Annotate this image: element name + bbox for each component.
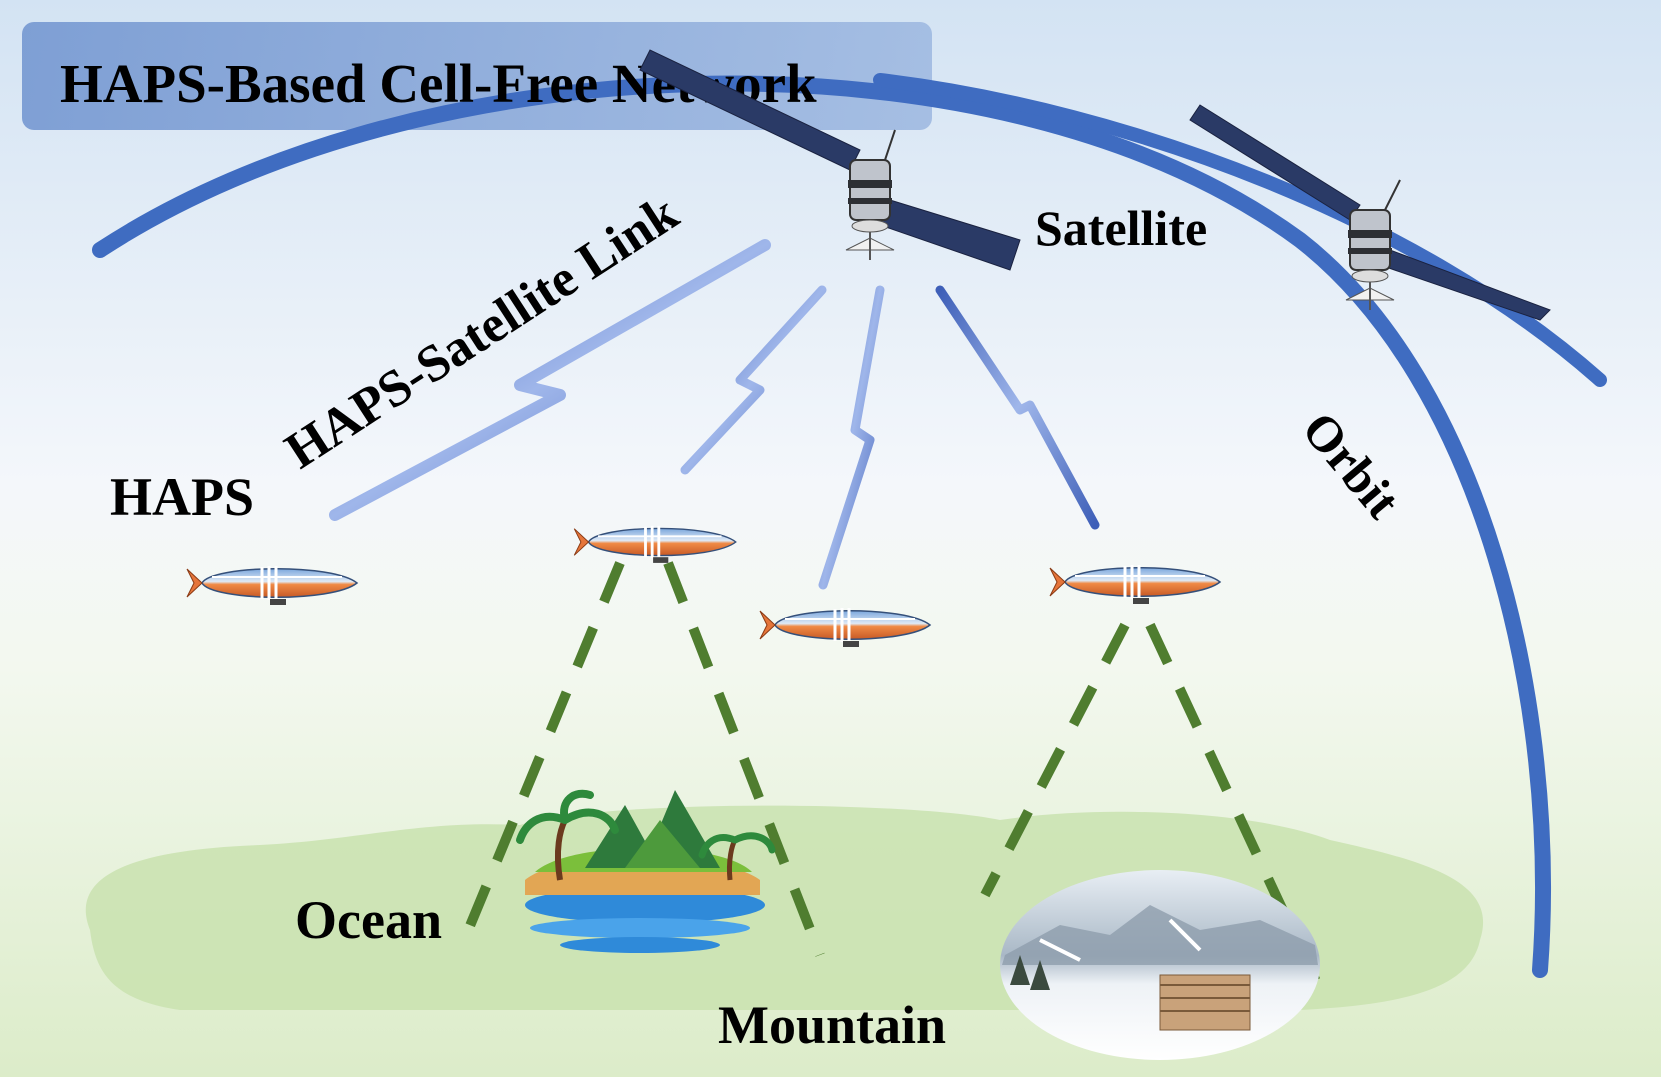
beam-4 xyxy=(935,285,1100,530)
satellite-main xyxy=(639,49,1021,271)
mountain-label: Mountain xyxy=(718,995,946,1055)
beam-2 xyxy=(680,285,827,475)
haps-satellite-beams xyxy=(329,239,1100,590)
mountain-illustration xyxy=(1000,870,1320,1060)
beam-1 xyxy=(329,239,771,521)
title-bar xyxy=(22,22,932,130)
orbit-arc-upper xyxy=(873,73,1607,387)
cone-right-edge-1 xyxy=(980,622,1130,898)
orbit-arc xyxy=(92,75,1551,978)
satellite-label: Satellite xyxy=(1035,200,1207,256)
ocean-label: Ocean xyxy=(295,890,442,950)
ocean-island-illustration xyxy=(516,789,776,953)
satellite-secondary xyxy=(1189,104,1551,321)
beam-3 xyxy=(818,285,885,590)
cone-left-edge-2 xyxy=(663,561,825,957)
haps-label: HAPS xyxy=(110,467,254,527)
coverage-cones xyxy=(455,561,1325,993)
